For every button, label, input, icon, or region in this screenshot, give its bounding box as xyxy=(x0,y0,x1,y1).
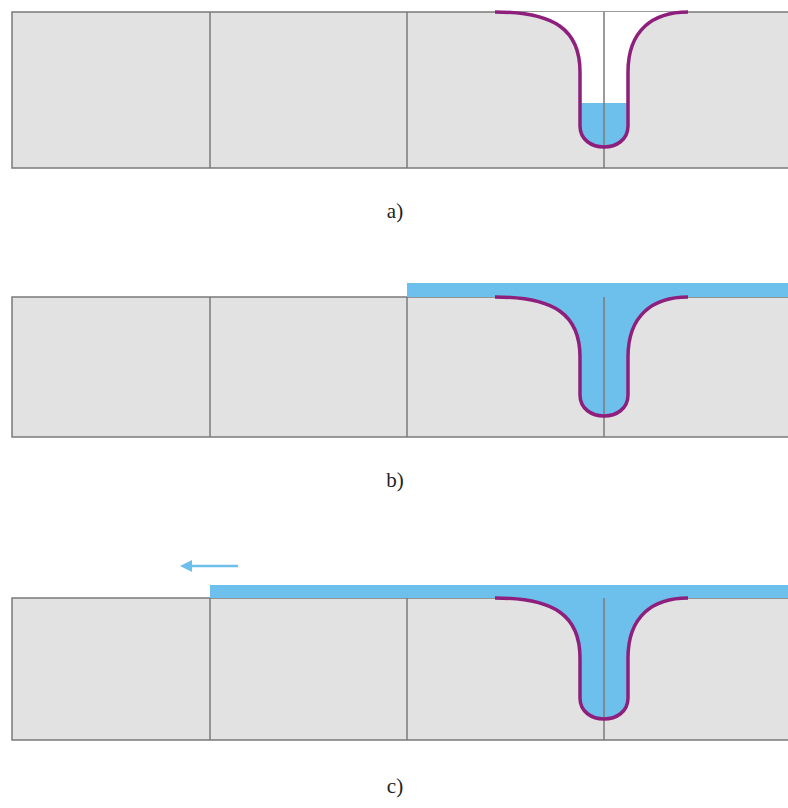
tile-row xyxy=(12,12,788,168)
flow-arrowhead xyxy=(180,560,192,572)
panel-label: b) xyxy=(386,468,404,493)
tile-row xyxy=(12,598,788,740)
tile-joint xyxy=(209,598,211,740)
crack-gap xyxy=(495,598,688,719)
tile-joint xyxy=(209,12,211,168)
crack-outline xyxy=(495,598,688,719)
tile-joint xyxy=(406,297,408,437)
tile-panel xyxy=(12,12,788,259)
tile-joint xyxy=(603,12,605,168)
flow-arrow xyxy=(188,565,238,568)
crack-outline xyxy=(495,12,688,147)
panel-label: a) xyxy=(387,199,403,224)
panel-label: c) xyxy=(387,774,403,799)
tile-joint xyxy=(406,598,408,740)
liquid-film xyxy=(210,585,788,598)
crack-outline xyxy=(495,297,688,416)
tile-panel xyxy=(12,560,788,740)
tile-joint xyxy=(209,297,211,437)
liquid-film xyxy=(407,283,788,297)
tile-row xyxy=(12,297,788,437)
tile-joint xyxy=(406,12,408,168)
crack-gap xyxy=(495,297,688,416)
tile-panel xyxy=(12,283,788,437)
